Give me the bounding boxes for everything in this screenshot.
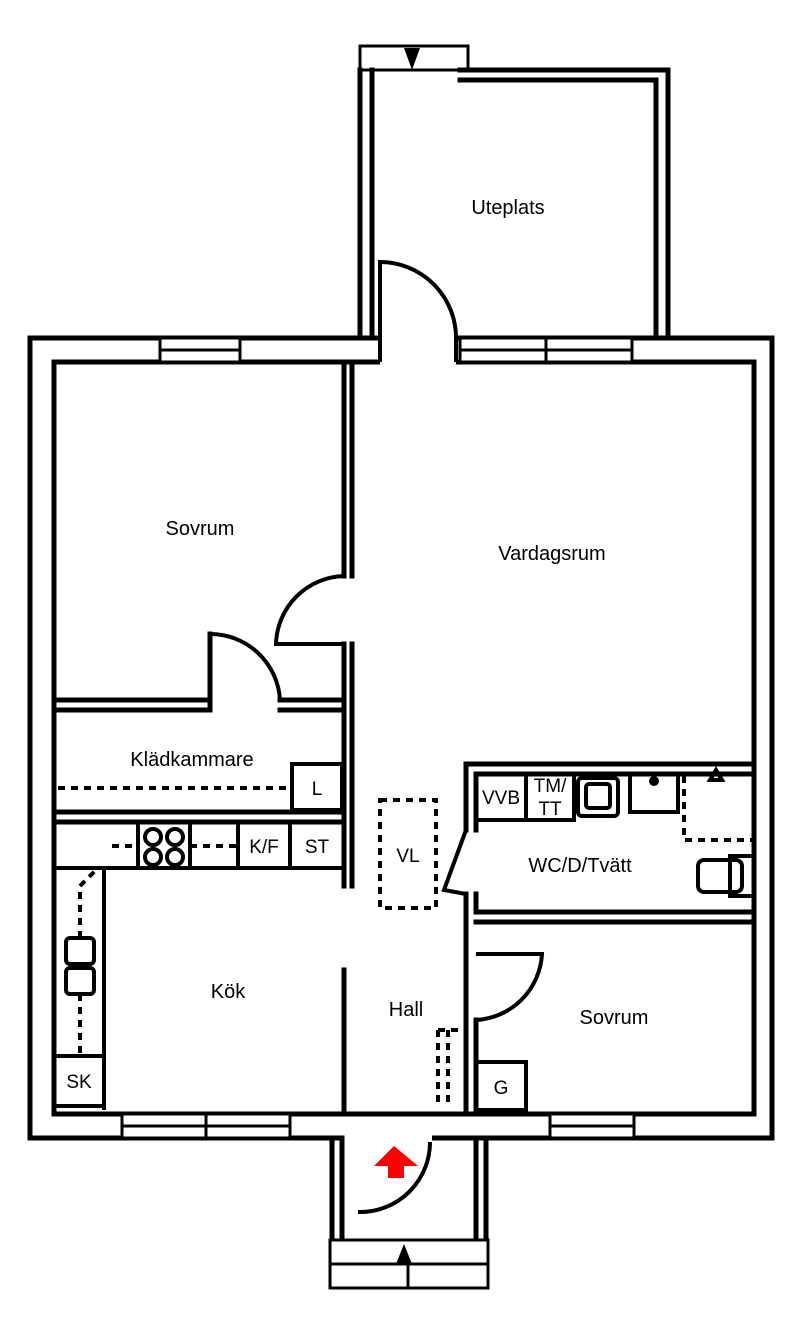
entry-door[interactable] — [357, 1139, 433, 1215]
fixture-label-tt: TT — [538, 799, 562, 820]
room-label-sovrum-top: Sovrum — [166, 518, 235, 540]
wash-basin-icon — [576, 776, 620, 818]
entrance-porch — [328, 1135, 490, 1290]
fixture-label-st: ST — [305, 837, 330, 858]
shower-icon — [706, 766, 726, 782]
fixtures — [52, 762, 756, 1112]
patio-walls — [357, 44, 671, 341]
entry-arrow-icon — [396, 1244, 412, 1264]
stove-burner-icon — [143, 827, 163, 847]
patio-door[interactable] — [378, 259, 459, 362]
fixture-label-kf: K/F — [249, 837, 279, 858]
kitchen-counter — [52, 820, 346, 870]
wardrobe-st — [288, 820, 346, 870]
closet-door[interactable] — [209, 631, 282, 701]
wc-door[interactable] — [441, 829, 468, 896]
toilet-icon — [696, 858, 744, 894]
fixture-label-sk: SK — [66, 1072, 92, 1093]
wc-sink-icon — [628, 772, 680, 814]
windows — [120, 336, 636, 1140]
fixture-labels: L K/F ST VL VVB TM/ TT SK G — [66, 776, 567, 1099]
entrance-arrow-icon — [374, 1146, 418, 1178]
wardrobe-g — [474, 1060, 528, 1112]
patio-arrow-icon — [404, 48, 420, 70]
bedroom-door-top[interactable] — [273, 574, 345, 646]
bedroom-door-bottom[interactable] — [475, 952, 545, 1022]
sink-icon — [64, 936, 96, 966]
shower-area — [682, 776, 754, 842]
room-label-uteplats: Uteplats — [471, 197, 544, 219]
washer-dryer — [524, 772, 576, 822]
room-label-kladkammare: Klädkammare — [130, 749, 253, 771]
fixture-label-tm: TM/ — [534, 776, 567, 797]
room-label-vardagsrum: Vardagsrum — [498, 543, 605, 565]
doors — [209, 574, 545, 1215]
fixture-label-vvb: VVB — [482, 788, 520, 809]
linen-cabinet — [290, 762, 344, 812]
washing-area — [378, 798, 438, 910]
room-label-wc: WC/D/Tvätt — [528, 855, 632, 877]
fixture-label-l: L — [312, 779, 323, 800]
room-label-sovrum-bottom: Sovrum — [580, 1007, 649, 1029]
pantry-sk — [52, 1054, 106, 1108]
fixture-label-g: G — [494, 1078, 509, 1099]
room-label-hall: Hall — [389, 999, 423, 1021]
fixture-label-vl: VL — [396, 846, 419, 867]
room-label-kok: Kök — [211, 981, 246, 1003]
room-labels: Uteplats Sovrum Vardagsrum Klädkammare W… — [130, 197, 648, 1029]
